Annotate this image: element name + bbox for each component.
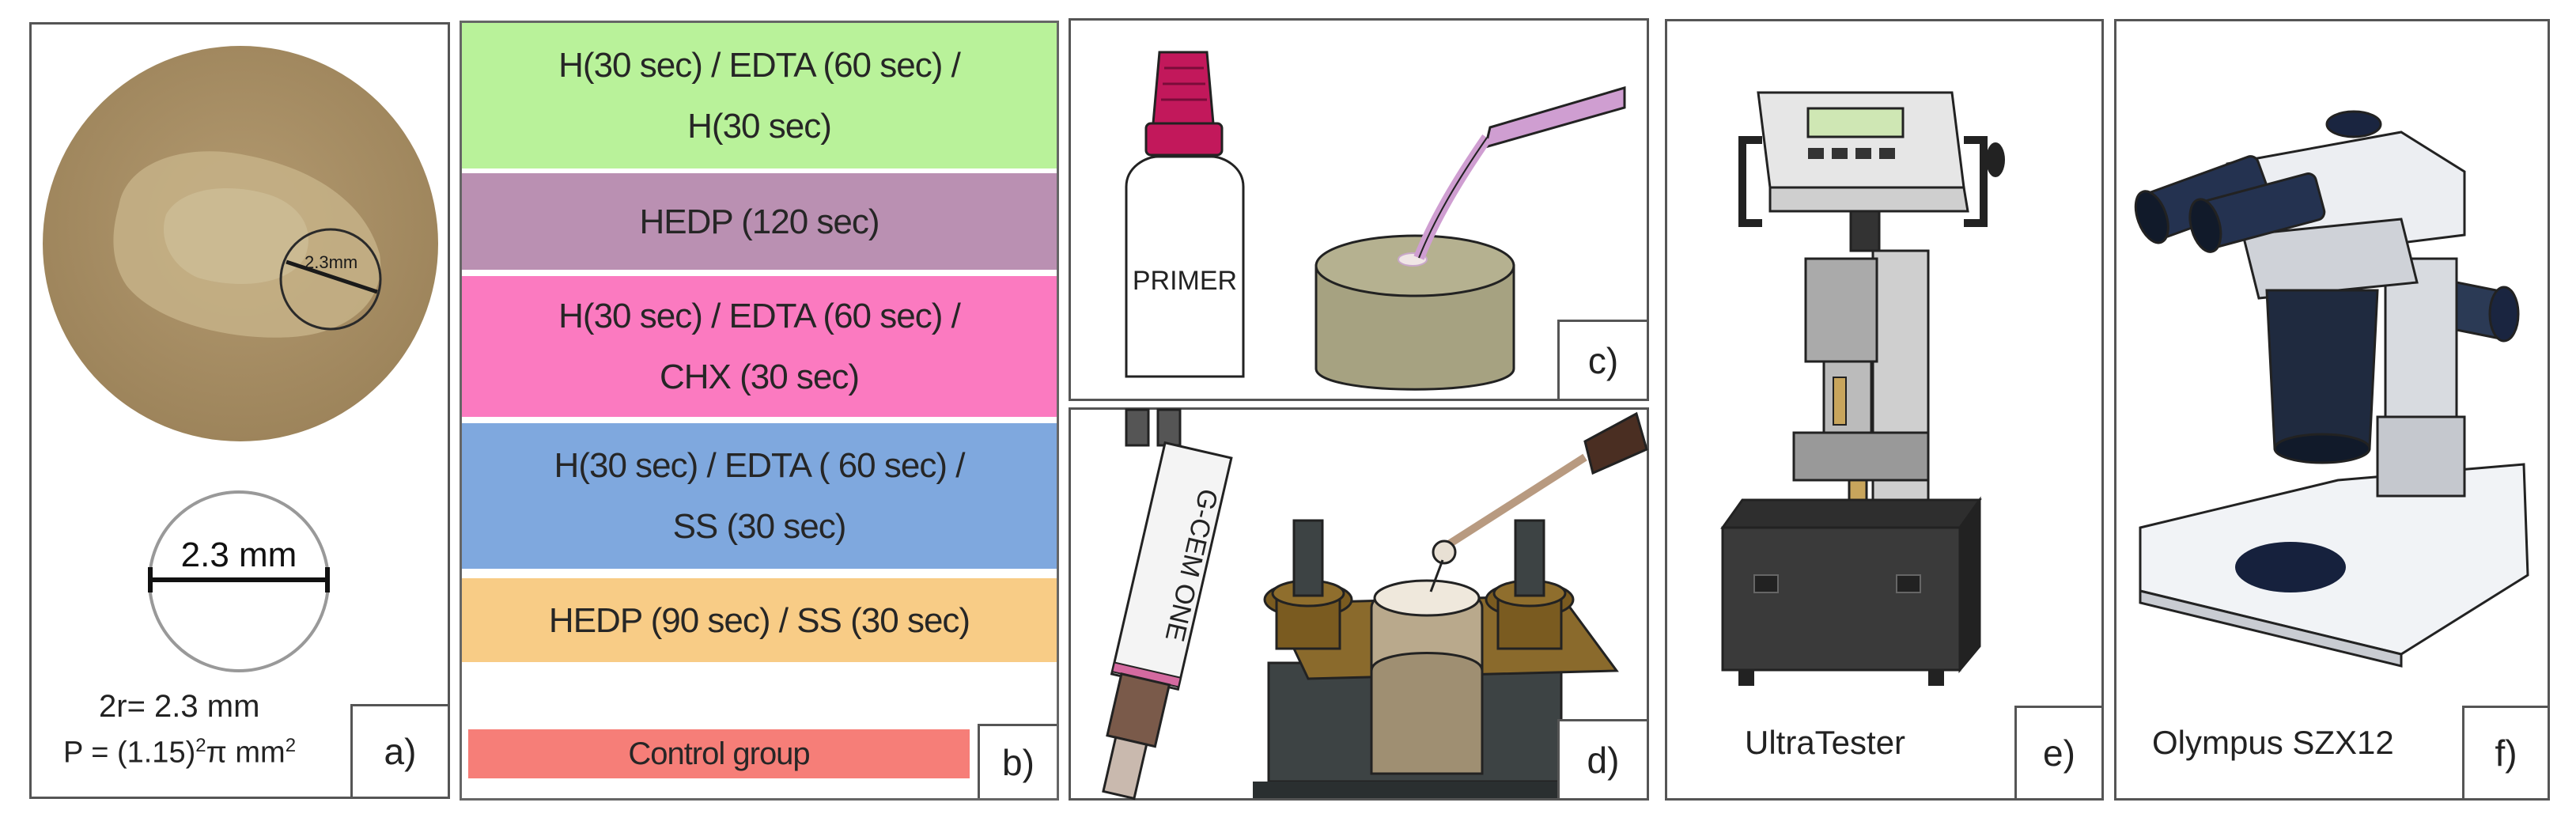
specimen-disc: 2.3mm 2.3 mm bbox=[43, 46, 438, 672]
panel-c-tag: c) bbox=[1557, 320, 1647, 399]
primer-illustration: PRIMER bbox=[1125, 51, 1626, 391]
group-band-4: H(30 sec) / EDTA ( 60 sec) / SS (30 sec) bbox=[462, 423, 1057, 569]
group-5-line1: HEDP (90 sec) / SS (30 sec) bbox=[548, 600, 970, 640]
group-4-line1: H(30 sec) / EDTA ( 60 sec) / bbox=[554, 446, 966, 485]
panel-e-tag: e) bbox=[2014, 706, 2101, 798]
group-band-1: H(30 sec) / EDTA (60 sec) / H(30 sec) bbox=[462, 23, 1057, 168]
panel-f: Olympus SZX12 f) bbox=[2114, 19, 2550, 801]
group-2-line1: HEDP (120 sec) bbox=[639, 202, 879, 241]
formula-exponent-2: 2 bbox=[285, 735, 297, 756]
panel-c: PRIMER c) bbox=[1069, 18, 1649, 401]
cementation-illustration: G-CEM ONE bbox=[1102, 408, 1648, 801]
panel-d: G-CEM ONE d) bbox=[1069, 407, 1649, 801]
microscope-illustration bbox=[2134, 110, 2529, 668]
panel-e: UltraTester e) bbox=[1665, 19, 2104, 801]
group-1-line2: H(30 sec) bbox=[687, 107, 832, 146]
small-measure-label: 2.3mm bbox=[305, 252, 357, 272]
group-band-2: HEDP (120 sec) bbox=[462, 173, 1057, 270]
group-1-line1: H(30 sec) / EDTA (60 sec) / bbox=[558, 46, 961, 85]
panel-a-tag: a) bbox=[350, 704, 448, 797]
panel-f-tag: f) bbox=[2462, 706, 2548, 798]
panel-a: 2.3mm 2.3 mm 2r= 2.3 mm P = (1.15)2π mm2… bbox=[29, 22, 450, 799]
formula-exponent-1: 2 bbox=[195, 735, 206, 756]
primer-bottle-label: PRIMER bbox=[1133, 266, 1237, 296]
formula-area-mid: π mm bbox=[206, 736, 286, 770]
panel-d-tag: d) bbox=[1557, 719, 1647, 798]
panel-b: H(30 sec) / EDTA (60 sec) / H(30 sec) HE… bbox=[460, 21, 1059, 801]
panel-b-tag: b) bbox=[978, 724, 1057, 798]
ultratester-caption: UltraTester bbox=[1745, 724, 1906, 761]
group-3-line1: H(30 sec) / EDTA (60 sec) / bbox=[558, 297, 961, 335]
group-4-line2: SS (30 sec) bbox=[672, 507, 847, 546]
formula-area: P = (1.15)2π mm2 bbox=[63, 735, 296, 770]
formula-radius: 2r= 2.3 mm bbox=[99, 689, 260, 724]
group-3-line2: CHX (30 sec) bbox=[659, 358, 860, 396]
ultratester-illustration bbox=[1720, 91, 2005, 686]
circle-measure-label: 2.3 mm bbox=[181, 536, 297, 574]
group-band-6: Control group bbox=[468, 729, 970, 778]
group-6-line1: Control group bbox=[628, 736, 810, 771]
group-band-5: HEDP (90 sec) / SS (30 sec) bbox=[462, 578, 1057, 662]
olympus-caption: Olympus SZX12 bbox=[2152, 724, 2394, 761]
formula-area-prefix: P = (1.15) bbox=[63, 736, 196, 770]
group-band-3: H(30 sec) / EDTA (60 sec) / CHX (30 sec) bbox=[462, 276, 1057, 417]
